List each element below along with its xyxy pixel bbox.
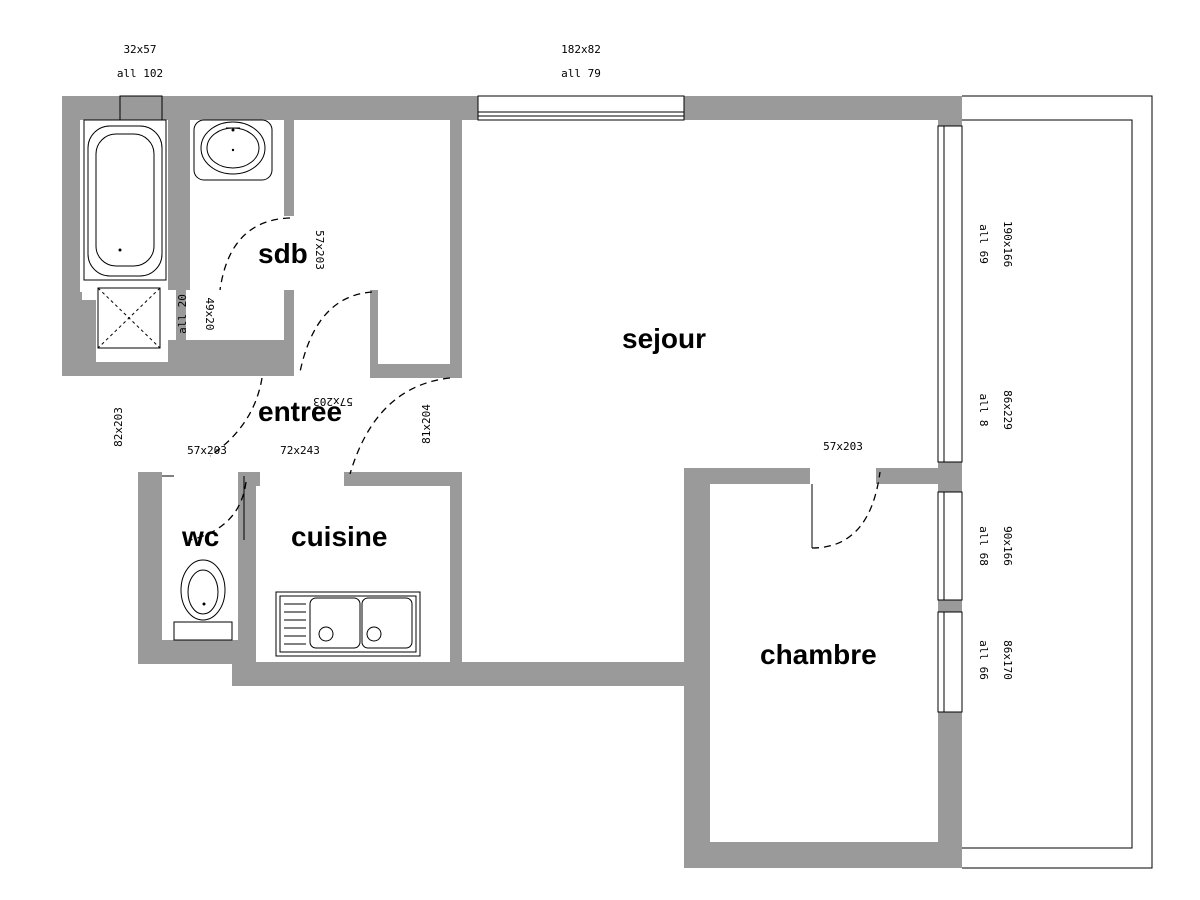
cuisine-opening-size: 72x243: [280, 444, 320, 457]
bay-window-3: [937, 491, 963, 601]
bay-3-sill: all 68: [977, 526, 990, 566]
living-window-size: 182x82: [561, 43, 601, 56]
bay-3-size: 90x166: [1001, 526, 1014, 566]
bay-1-sill: all 69: [977, 224, 990, 264]
kitchen-sink: [275, 591, 421, 657]
living-window-sill: all 79: [561, 67, 601, 80]
fixtures: [83, 119, 421, 657]
bay-window-4: [937, 611, 963, 713]
wc-door-size: 57x203: [187, 444, 227, 457]
bay-2-size: 86x229: [1001, 390, 1014, 430]
room-label-sdb: sdb: [258, 238, 308, 269]
bay-1-size: 190x166: [1001, 221, 1014, 267]
shower-sill: all 20: [176, 294, 189, 334]
room-label-chambre: chambre: [760, 639, 877, 670]
shower-size: 49x20: [203, 297, 216, 330]
bathtub: [83, 119, 167, 281]
bath-window-sill: all 102: [117, 67, 163, 80]
entree-door-size: 57x203: [313, 395, 353, 408]
room-label-cuisine: cuisine: [291, 521, 387, 552]
walls: [62, 96, 962, 868]
room-label-entree: entree: [258, 396, 342, 427]
living-window: [477, 95, 685, 121]
room-label-sejour: sejour: [622, 323, 706, 354]
cuisine-door-size: 81x204: [420, 404, 433, 444]
door-swings: [162, 217, 881, 549]
bay-window-1: [937, 125, 963, 463]
shower-tray: [97, 287, 161, 349]
chambre-door-size: 57x203: [823, 440, 863, 453]
dimension-labels: 32x57 all 102 182x82 all 79 57x203 49x20…: [112, 43, 1014, 680]
room-labels: sdb sejour entree cuisine wc chambre: [181, 238, 877, 670]
balcony: [962, 95, 1153, 869]
bay-4-sill: all 66: [977, 640, 990, 680]
sdb-door-size: 57x203: [313, 230, 326, 270]
toilet: [173, 559, 233, 641]
room-label-wc: wc: [181, 521, 219, 552]
bay-4-size: 86x170: [1001, 640, 1014, 680]
bath-window-size: 32x57: [123, 43, 156, 56]
bay-2-sill: all 8: [977, 393, 990, 426]
front-door-size: 82x203: [112, 407, 125, 447]
washbasin: [193, 119, 273, 181]
windows: [119, 95, 963, 713]
